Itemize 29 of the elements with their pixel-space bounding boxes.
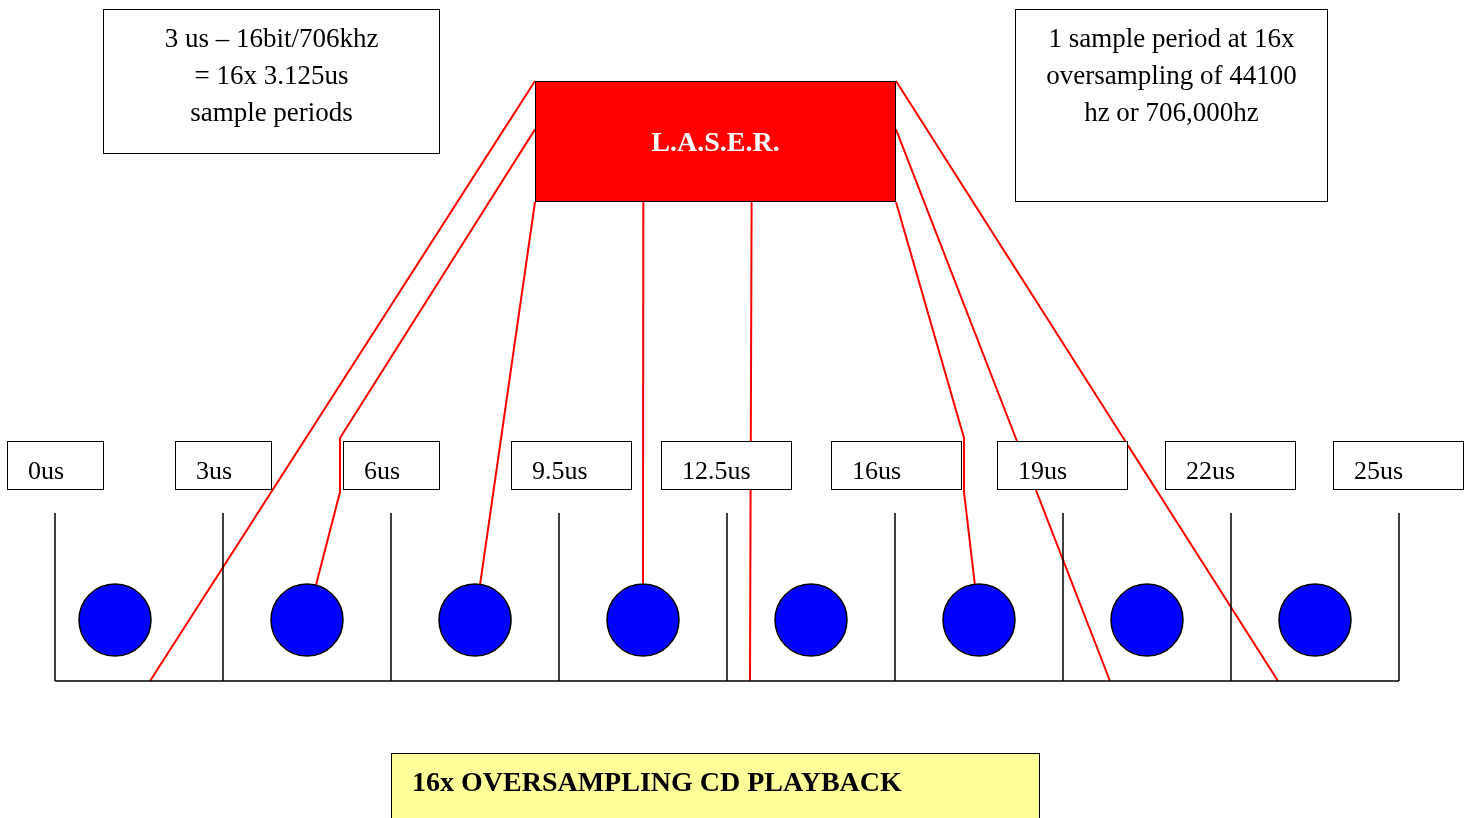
- connector-line: [642, 201, 645, 585]
- disc-pit-circle: [270, 583, 344, 657]
- time-label: 25us: [1333, 441, 1464, 490]
- time-label: 19us: [997, 441, 1128, 490]
- time-label: 22us: [1165, 441, 1296, 490]
- time-label: 0us: [7, 441, 104, 490]
- connector-line: [479, 201, 536, 586]
- disc-pit-circle: [1110, 583, 1184, 657]
- connector-line: [895, 80, 1279, 682]
- disc-pit-circle: [774, 583, 848, 657]
- time-label: 12.5us: [661, 441, 792, 490]
- time-label: 3us: [175, 441, 272, 490]
- connector-line: [315, 128, 536, 587]
- disc-pit-circle: [1278, 583, 1352, 657]
- disc-pit-circle: [942, 583, 1016, 657]
- time-label: 6us: [343, 441, 440, 490]
- time-label: 16us: [831, 441, 962, 490]
- time-label: 9.5us: [511, 441, 632, 490]
- title-banner: 16x OVERSAMPLING CD PLAYBACK: [391, 753, 1040, 818]
- note-box: 1 sample period at 16x oversampling of 44100 hz or 706,000hz: [1015, 9, 1328, 202]
- connector-line: [895, 128, 1111, 682]
- laser-box: L.A.S.E.R.: [535, 81, 896, 202]
- disc-pit-circle: [606, 583, 680, 657]
- connector-line: [749, 201, 753, 682]
- connector-line: [149, 80, 536, 682]
- connector-line: [895, 201, 976, 586]
- disc-pit-circle: [438, 583, 512, 657]
- disc-pit-circle: [78, 583, 152, 657]
- note-box: 3 us – 16bit/706khz = 16x 3.125us sample periods: [103, 9, 440, 154]
